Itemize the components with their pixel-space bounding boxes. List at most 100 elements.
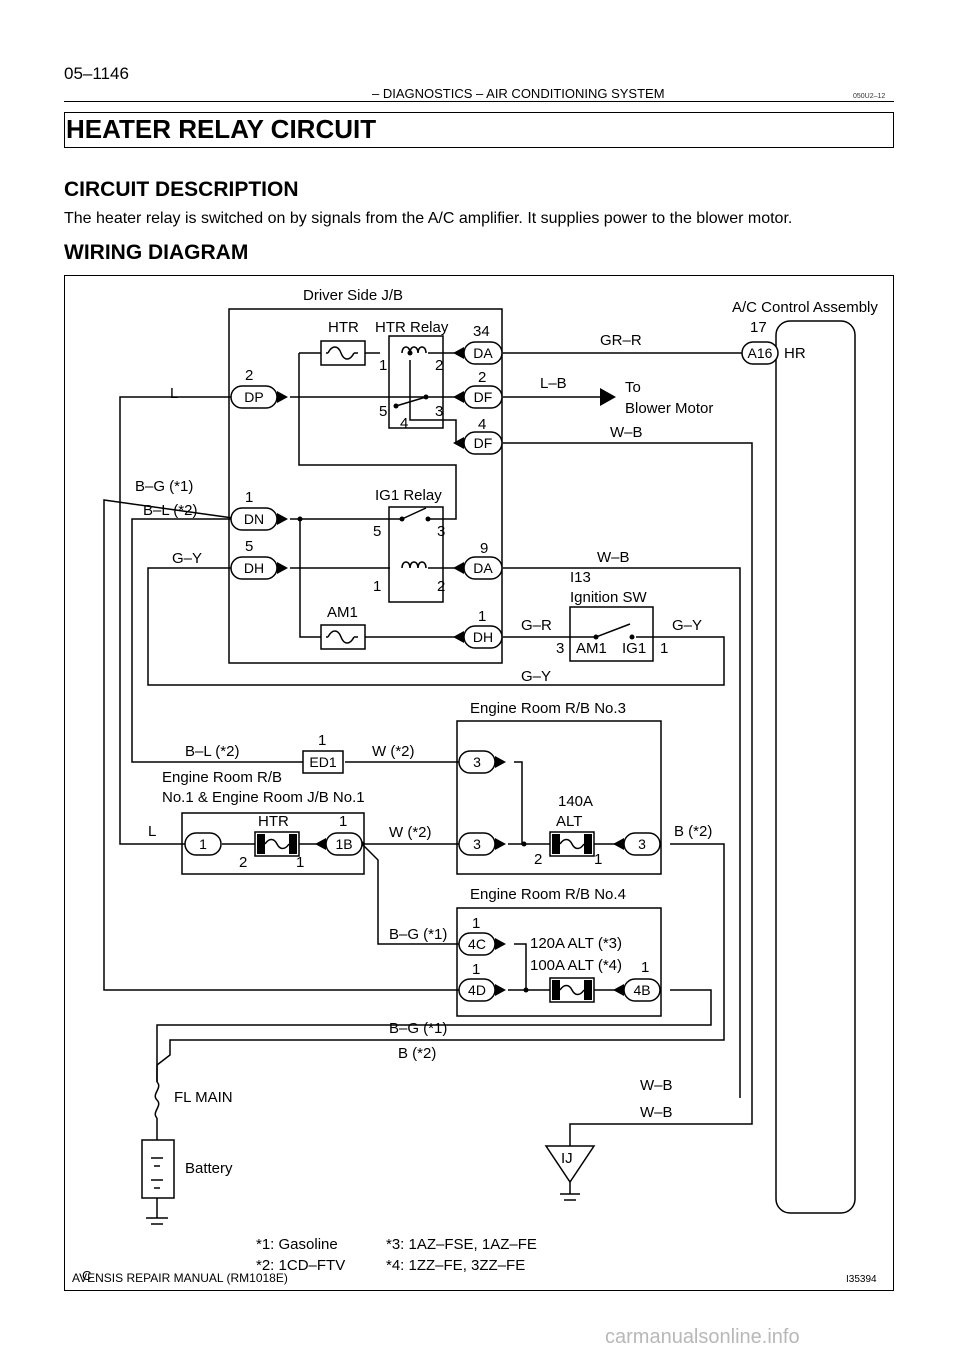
svg-text:W–B: W–B [640, 1077, 673, 1094]
er-rb3-box [456, 720, 662, 875]
htr-fuse-icon [320, 340, 366, 366]
page-title: HEATER RELAY CIRCUIT [66, 114, 377, 144]
connector-rb3-b: 3 [458, 832, 506, 856]
am1-fuse-icon [320, 624, 366, 650]
svg-text:4C: 4C [468, 936, 486, 952]
svg-text:3: 3 [473, 754, 481, 770]
battery-icon [141, 1139, 175, 1199]
title-box [64, 112, 894, 148]
svg-text:B–G (*1): B–G (*1) [389, 926, 447, 943]
svg-text:5: 5 [379, 403, 387, 420]
page-number: 05–1146 [64, 64, 129, 83]
connector-a16: A16 [741, 341, 779, 365]
connector-1: 1 [184, 832, 222, 856]
htr-relay-box [388, 335, 444, 429]
svg-text:DA: DA [473, 560, 493, 576]
label-ign-sw: Ignition SW [570, 589, 648, 606]
connector-da-mid: DA [453, 556, 503, 580]
label-ign-sw-id: I13 [570, 569, 591, 586]
label-er-rb1-b: No.1 & Engine Room J/B No.1 [162, 789, 365, 806]
note-4: *4: 1ZZ–FE, 3ZZ–FE [386, 1257, 525, 1274]
svg-text:1B: 1B [335, 836, 352, 852]
svg-text:1: 1 [641, 959, 649, 976]
svg-text:1: 1 [379, 357, 387, 374]
ac-control-box [775, 320, 856, 1214]
svg-text:L: L [148, 823, 156, 840]
section-header: – DIAGNOSTICS – AIR CONDITIONING SYSTEM [372, 86, 665, 101]
svg-text:2: 2 [239, 854, 247, 871]
svg-text:DN: DN [244, 511, 264, 527]
svg-text:3: 3 [556, 640, 564, 657]
svg-text:2: 2 [534, 851, 542, 868]
wire-w-b-mid [503, 567, 741, 1098]
svg-text:1: 1 [472, 915, 480, 932]
svg-text:DP: DP [244, 389, 263, 405]
wiring-diagram-heading: WIRING DIAGRAM [64, 241, 249, 264]
svg-text:DH: DH [244, 560, 264, 576]
connector-rb3-c: 3 [613, 832, 661, 856]
svg-text:GR–R: GR–R [600, 332, 642, 349]
svg-text:34: 34 [473, 323, 490, 340]
svg-text:4: 4 [400, 415, 408, 432]
connector-4b: 4B [613, 978, 661, 1002]
connector-rb3-a: 3 [458, 750, 506, 774]
label-driver-jb: Driver Side J/B [303, 287, 403, 304]
svg-text:3: 3 [435, 403, 443, 420]
svg-text:B–L (*2): B–L (*2) [185, 743, 239, 760]
connector-dn: DN [230, 507, 288, 531]
figure-id: I35394 [846, 1274, 877, 1285]
label-to-blower-a: To [625, 379, 641, 396]
wire-rb4-internal [514, 943, 550, 991]
connector-df-a: DF [453, 385, 503, 409]
label-hr: HR [784, 345, 806, 362]
svg-text:DF: DF [474, 389, 493, 405]
label-alt120: 120A ALT (*3) [530, 935, 622, 952]
svg-text:1: 1 [594, 851, 602, 868]
svg-text:G–Y: G–Y [672, 617, 702, 634]
connector-dp: DP [230, 385, 288, 409]
wire-l-top [119, 396, 240, 845]
svg-text:L: L [170, 385, 178, 402]
note-2: *2: 1CD–FTV [256, 1257, 345, 1274]
svg-text:4D: 4D [468, 982, 486, 998]
svg-text:W–B: W–B [640, 1104, 673, 1121]
connector-4c: 4C [458, 932, 506, 956]
wire-g-y-dh [147, 567, 725, 686]
svg-text:B (*2): B (*2) [398, 1045, 436, 1062]
svg-text:1: 1 [660, 640, 668, 657]
svg-text:9: 9 [480, 540, 488, 557]
label-alt140-b: ALT [556, 813, 582, 830]
svg-text:DF: DF [474, 435, 493, 451]
svg-text:1: 1 [245, 489, 253, 506]
svg-text:A16: A16 [748, 345, 773, 361]
svg-text:1: 1 [199, 836, 207, 852]
svg-text:4B: 4B [633, 982, 650, 998]
svg-text:W–B: W–B [597, 549, 630, 566]
svg-text:1: 1 [296, 854, 304, 871]
diagram-frame [64, 275, 894, 1291]
svg-text:3: 3 [473, 836, 481, 852]
connector-df-b: DF [453, 431, 503, 455]
htr-main-fuse-icon [254, 831, 300, 857]
er-rb4-box [456, 907, 662, 1017]
footer-manual: AVENSIS REPAIR MANUAL (RM1018E) [72, 1271, 288, 1285]
svg-text:L–B: L–B [540, 375, 567, 392]
label-er-rb1-a: Engine Room R/B [162, 769, 282, 786]
wire-relay-link [298, 353, 457, 520]
wire-b-g-bottom [156, 989, 712, 1082]
svg-text:1: 1 [339, 813, 347, 830]
label-er-rb4: Engine Room R/B No.4 [470, 886, 626, 903]
label-alt100: 100A ALT (*4) [530, 957, 622, 974]
connector-ed1: ED1 [302, 750, 344, 774]
svg-text:3: 3 [437, 523, 445, 540]
svg-text:W (*2): W (*2) [372, 743, 415, 760]
svg-text:B (*2): B (*2) [674, 823, 712, 840]
ig1-relay-box [388, 506, 444, 603]
label-to-blower-b: Blower Motor [625, 400, 713, 417]
to-blower-arrow-icon [600, 388, 616, 406]
svg-text:2: 2 [478, 369, 486, 386]
label-fl-main: FL MAIN [174, 1089, 233, 1106]
wire-dn-down [299, 519, 321, 638]
connector-4d: 4D [458, 978, 506, 1002]
wire-b-l-top [131, 518, 303, 763]
